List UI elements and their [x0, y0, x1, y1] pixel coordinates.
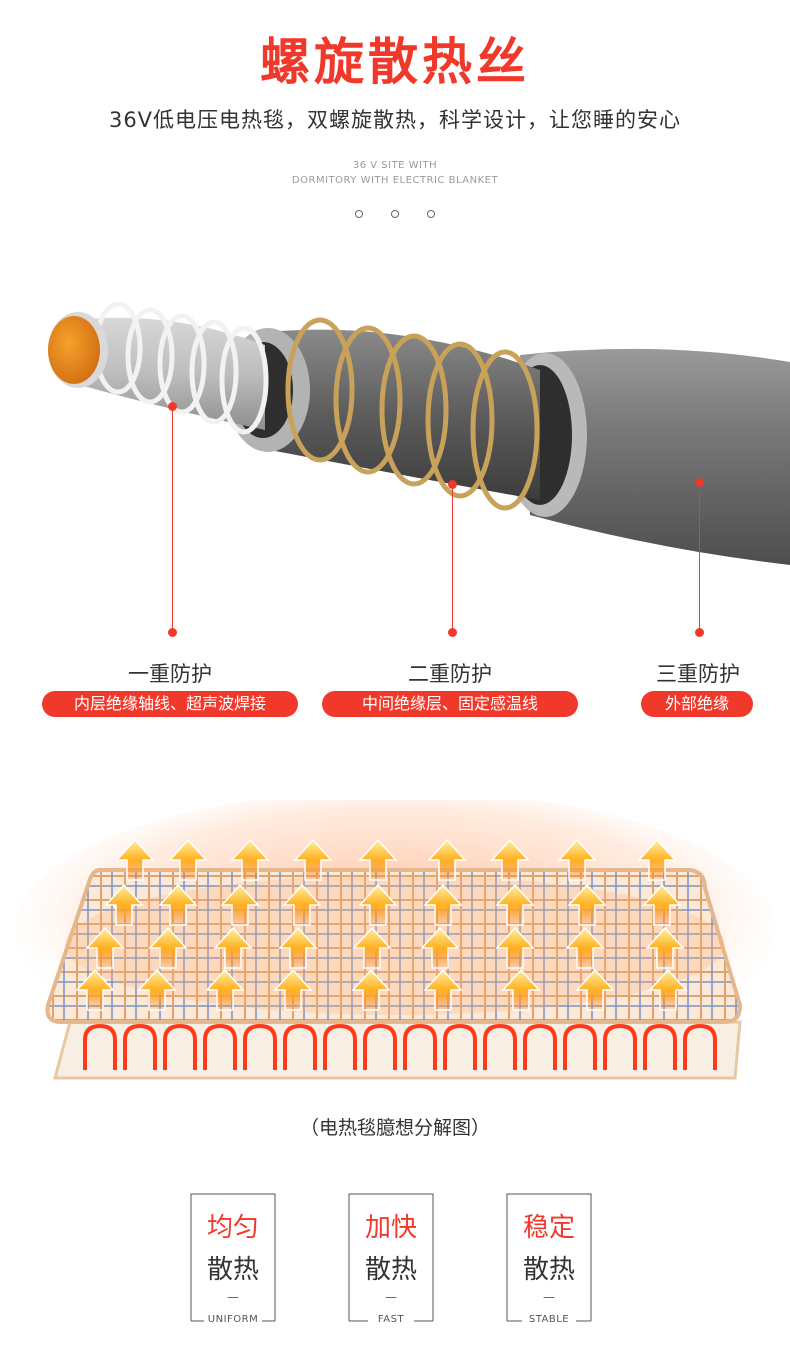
feature-dash: — — [385, 1290, 397, 1304]
marker-dot-layer1-end — [168, 628, 177, 637]
dot-icon — [391, 210, 399, 218]
outer-jacket — [520, 348, 790, 565]
leader-line-layer3 — [699, 482, 700, 632]
feature-title-accent: 均匀 — [206, 1213, 259, 1243]
marker-dot-layer3-end — [695, 628, 704, 637]
layer2-title: 二重防护 — [408, 662, 492, 686]
carousel-dots — [355, 210, 435, 218]
card-frame — [348, 1193, 434, 1322]
english-tagline-2: DORMITORY WITH ELECTRIC BLANKET — [291, 175, 499, 186]
page-title: 螺旋散热丝 — [260, 33, 530, 91]
feature-dash: — — [543, 1290, 555, 1304]
feature-title-accent: 加快 — [364, 1213, 417, 1243]
page-subtitle: 36V低电压电热毯，双螺旋散热，科学设计，让您睡的安心 — [108, 108, 682, 132]
leader-line-layer2 — [452, 484, 453, 632]
feature-card-fast: 加快 散热 — FAST — [348, 1193, 434, 1329]
feature-title-accent: 稳定 — [522, 1213, 575, 1243]
english-tagline-1: 36 V SITE WITH — [352, 160, 438, 171]
leader-line-layer1 — [172, 406, 173, 632]
layer1-desc-badge: 内层绝缘轴线、超声波焊接 — [42, 691, 298, 717]
layer1-title: 一重防护 — [128, 662, 212, 686]
heating-wire-layer — [53, 1020, 742, 1080]
card-frame — [506, 1193, 592, 1322]
copper-core — [48, 316, 100, 384]
feature-english: STABLE — [528, 1314, 570, 1325]
spiral-cable-illustration — [48, 301, 790, 565]
card-frame — [190, 1193, 276, 1322]
feature-title: 散热 — [522, 1255, 575, 1285]
layer3-desc-badge: 外部绝缘 — [641, 691, 753, 717]
feature-dash: — — [227, 1290, 239, 1304]
feature-english: UNIFORM — [207, 1314, 259, 1325]
feature-title: 散热 — [206, 1255, 259, 1285]
heating-wire — [83, 1023, 717, 1070]
feature-title: 散热 — [364, 1255, 417, 1285]
feature-card-stable: 稳定 散热 — STABLE — [506, 1193, 592, 1329]
outer-coil — [285, 317, 540, 511]
dot-icon — [355, 210, 363, 218]
layer2-desc-badge: 中间绝缘层、固定感温线 — [322, 691, 578, 717]
heat-arrow-icons — [75, 838, 688, 1011]
feature-english: FAST — [377, 1314, 405, 1325]
blanket-exploded-diagram — [15, 800, 775, 1080]
feature-card-uniform: 均匀 散热 — UNIFORM — [190, 1193, 276, 1329]
layer3-title: 三重防护 — [656, 662, 740, 686]
dot-icon — [427, 210, 435, 218]
marker-dot-layer2-end — [448, 628, 457, 637]
diagram-caption: （电热毯臆想分解图） — [299, 1117, 490, 1139]
